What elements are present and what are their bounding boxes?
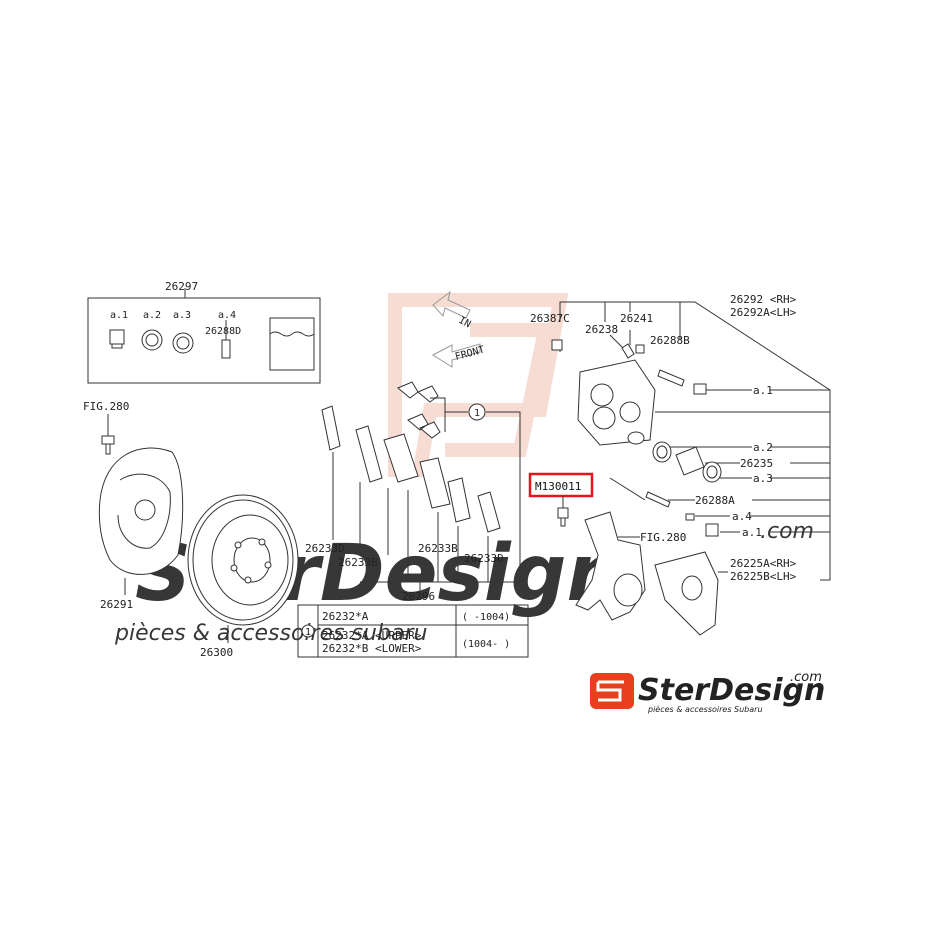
highlight-code: M130011 [535,480,581,493]
table-row-3-part: 26232*B <LOWER> [322,642,422,655]
watermark-logo-mark [388,293,569,477]
brake-rotor [187,494,299,626]
pad-kit-number: 26296 [402,590,435,603]
a3-label: a.3 [753,472,773,485]
pin-icon [657,369,685,387]
backing-plate-number: 26291 [100,598,133,611]
pad-shim-right-number: 26233D [464,552,504,565]
bracket-rh-number: 26225A<RH> [730,557,797,570]
backing-plate [98,447,184,575]
sleeve-icon [685,513,695,521]
pad-shim-b-left-number: 26233B [338,556,378,569]
bolt-26387c-number: 26387C [530,312,570,325]
pin-icon [645,491,671,508]
bolt-icon [557,507,569,527]
bleeder-26238-number: 26238 [585,323,618,336]
kit-items: a.1 a.2 a.3 a.4 26288D [109,310,315,371]
boot-icon [693,383,707,395]
seal-ring-icon [141,329,163,351]
a1-top-label: a.1 [753,384,773,397]
kit-box [87,288,321,384]
kit-number: 26297 [165,280,198,293]
bolt-icon [101,435,115,455]
a2-label: a.2 [753,441,773,454]
pad-shim-left-number: 26233D [305,542,345,555]
rotor-number: 26300 [200,646,233,659]
kit-a4-label: a.4 [218,310,236,321]
logo-name: SterDesign [638,673,825,708]
direction-front-label: FRONT [454,344,486,362]
fig-label-left: FIG.280 [83,400,129,413]
caliper-rh-number: 26292 <RH> [730,293,797,306]
arrow-in-icon [432,290,471,319]
callout-number: 1 [474,408,480,419]
pad-shim-b-right-number: 26233B [418,542,458,555]
table-row-1-part: 26232*A [322,610,369,623]
piston-26235-number: 26235 [740,457,773,470]
highlight-box [528,472,594,498]
table-callout-number: 1 [305,627,311,638]
cap-icon [635,344,645,354]
kit-a1-label: a.1 [110,310,128,321]
pin-icon [221,339,231,359]
pad-clips [397,381,441,439]
arrow-front-icon [432,343,481,368]
grease-pack-icon [269,317,315,371]
a1-bottom-label: a.1 [742,526,762,539]
pin-26288a-number: 26288A [695,494,735,507]
bolt-icon [551,339,563,351]
dust-boot-icon [109,329,125,349]
fig-label-right: FIG.280 [640,531,686,544]
table-callout-circle [301,624,315,638]
kit-a3-label: a.3 [173,310,191,321]
callout-circle [468,403,486,421]
caliper-lh-number: 26292A<LH> [730,306,797,319]
logo-dotcom: .com [790,670,822,685]
table-row-1-range: ( -1004) [462,612,510,623]
seal-ring-icon [172,332,194,354]
sterdesign-logo: SterDesign .com pièces & accessoires Sub… [590,670,825,714]
knuckle-and-bracket [575,511,719,636]
brake-pads [321,405,501,533]
boot-icon [705,523,719,537]
pin-26288b-number: 26288B [650,334,690,347]
kit-a2-label: a.2 [143,310,161,321]
table-row-2-part: 26232*A <UPPER> [322,629,422,642]
direction-arrows [432,290,481,368]
cap-26241-number: 26241 [620,312,653,325]
a4-label: a.4 [732,510,752,523]
piston-seals [645,441,722,537]
bleeder-icon [621,343,635,359]
pad-table [297,604,529,658]
direction-in-label: IN [457,315,473,330]
logo-tagline: pièces & accessoires Subaru [647,704,763,714]
kit-26288d-label: 26288D [205,326,241,337]
table-row-3-range: (1004- ) [462,639,510,650]
caliper-body [551,339,707,446]
bracket-lh-number: 26225B<LH> [730,570,797,583]
